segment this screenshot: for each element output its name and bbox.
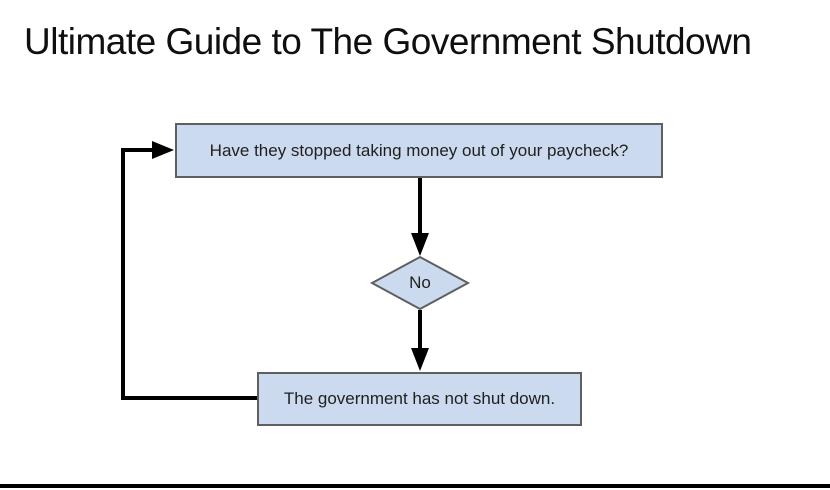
arrow-question-to-decision [411, 178, 429, 256]
node-decision: No [372, 257, 468, 309]
node-result-label: The government has not shut down. [283, 389, 556, 408]
node-question-label: Have they stopped taking money out of yo… [209, 140, 629, 160]
arrow-head-icon [411, 233, 429, 256]
node-result: The government has not shut down. [257, 372, 582, 426]
page-title: Ultimate Guide to The Government Shutdow… [24, 21, 752, 62]
arrow-head-icon [152, 141, 174, 159]
decision-diamond [369, 255, 471, 311]
arrow-shaft [121, 148, 257, 400]
node-decision-label: No [409, 273, 431, 292]
arrow-decision-to-result [411, 310, 429, 371]
arrow-result-to-question [121, 141, 257, 400]
arrow-head-icon [411, 348, 429, 371]
bottom-border-bar [0, 484, 830, 488]
node-question: Have they stopped taking money out of yo… [175, 123, 663, 178]
